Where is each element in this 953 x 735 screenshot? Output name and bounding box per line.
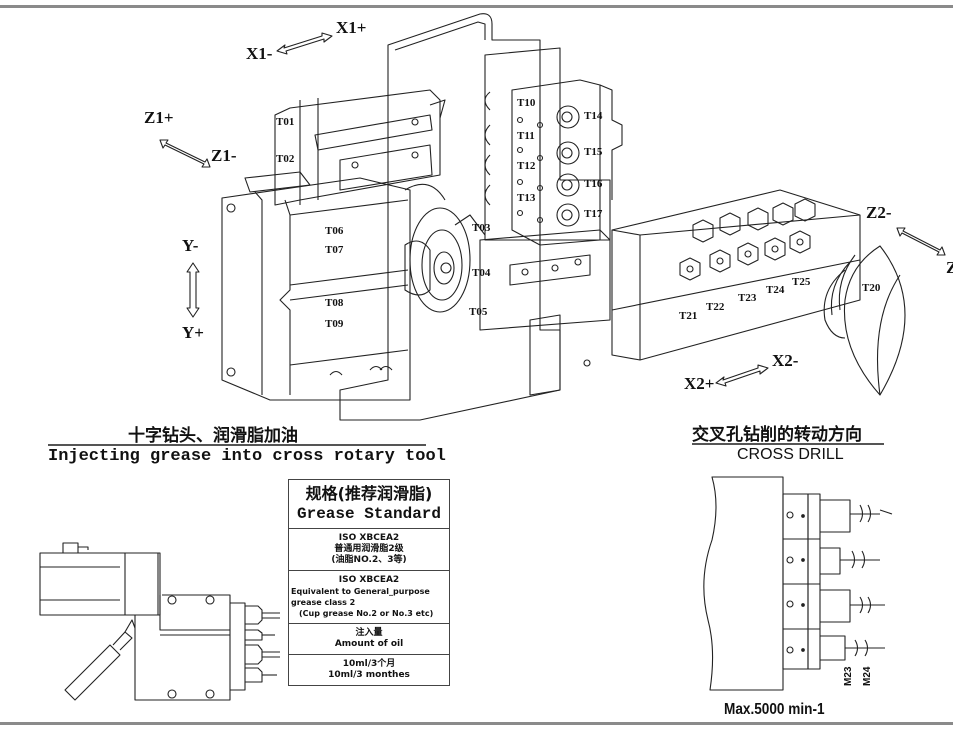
spec-row-text: 10ml/3 monthes: [328, 670, 410, 680]
cross-drill-title-cn: 交叉孔钻削的转动方向: [692, 425, 862, 445]
tool-label-t11: T11: [517, 130, 535, 142]
axis-label-z2-minus: Z2-: [866, 203, 892, 222]
grease-injection-drawing: [39, 542, 280, 701]
hex-nuts: [679, 198, 816, 281]
spec-row-amount: 注入量 Amount of oil: [289, 623, 449, 654]
tool-label-t09: T09: [325, 318, 344, 330]
axis-arrows: [159, 32, 946, 387]
m23-label: M23: [843, 666, 854, 686]
tool-label-t07: T07: [325, 244, 344, 256]
tool-label-t15: T15: [584, 146, 603, 158]
tool-label-t03: T03: [472, 222, 491, 234]
drill-stations: [782, 493, 893, 670]
y-arrow-icon: [186, 262, 200, 318]
axis-label-z2-plus: Z: [946, 258, 953, 277]
tool-label-t25: T25: [792, 276, 811, 288]
upper-left-slide: [274, 89, 446, 206]
spec-row-cn-grade: ISO XBCEA2 普通用润滑脂2级 (油脂NO.2、3等): [289, 528, 449, 570]
x2-arrow-icon: [715, 364, 769, 387]
max-speed-label: Max.5000 min-1: [724, 701, 825, 718]
tool-label-t14: T14: [584, 110, 603, 122]
tool-label-t02: T02: [276, 153, 295, 165]
tool-label-t08: T08: [325, 297, 344, 309]
spec-header-en: Grease Standard: [296, 505, 442, 523]
spec-header-cn: 规格(推荐润滑脂): [305, 484, 433, 503]
axis-label-y-minus: Y-: [182, 236, 199, 255]
back-plate: [339, 13, 561, 421]
tool-label-t05: T05: [469, 306, 488, 318]
t20-disc: [823, 245, 906, 396]
grease-title-divider: [48, 444, 426, 446]
m24-label: M24: [862, 666, 873, 686]
cross-drill-drawing: [703, 476, 893, 691]
grease-title-en: Injecting grease into cross rotary tool: [48, 447, 446, 466]
z2-arrow-icon: [896, 227, 946, 256]
tool-label-t22: T22: [706, 301, 725, 313]
spec-row-text: 10ml/3个月: [342, 659, 396, 669]
top-border-line: [0, 5, 953, 8]
tool-label-t16: T16: [584, 178, 603, 190]
spec-row-text: (Cup grease No.2 or No.3 etc): [299, 609, 434, 618]
tool-label-t21: T21: [679, 310, 698, 322]
spec-row-text: ISO XBCEA2: [338, 533, 400, 543]
spec-row-text: Amount of oil: [334, 639, 404, 649]
cross-drill-title-en: CROSS DRILL: [737, 446, 844, 463]
gang-tool-block: [479, 47, 623, 396]
tool-label-t24: T24: [766, 284, 785, 296]
axis-label-x2-plus: X2+: [684, 374, 715, 393]
axis-label-y-plus: Y+: [182, 323, 204, 342]
spec-row-interval: 10ml/3个月 10ml/3 monthes: [289, 654, 449, 685]
tool-label-t06: T06: [325, 225, 344, 237]
tool-label-t13: T13: [517, 192, 536, 204]
tool-label-t01: T01: [276, 116, 295, 128]
axis-label-z1-minus: Z1-: [211, 146, 237, 165]
tool-label-t23: T23: [738, 292, 757, 304]
spec-row-text: Equivalent to General_purpose: [291, 587, 430, 596]
x1-arrow-icon: [276, 32, 333, 55]
spec-table-header: 规格(推荐润滑脂) Grease Standard: [289, 480, 449, 528]
left-tool-block: [221, 171, 411, 401]
bottom-border-line: [0, 722, 953, 725]
tool-label-t17: T17: [584, 208, 603, 220]
spec-row-text: 注入量: [355, 628, 383, 638]
spec-row-text: 普通用润滑脂2级: [334, 544, 404, 554]
tool-label-t10: T10: [517, 97, 536, 109]
spec-row-text: ISO XBCEA2: [338, 575, 400, 585]
cross-drill-block: [611, 189, 906, 396]
grease-spec-table: 规格(推荐润滑脂) Grease Standard ISO XBCEA2 普通用…: [288, 479, 450, 686]
z1-arrow-icon: [159, 139, 211, 168]
axis-label-x1-minus: X1-: [246, 44, 273, 63]
spec-row-en-grade: ISO XBCEA2 Equivalent to General_purpose…: [289, 570, 449, 623]
tool-label-t04: T04: [472, 267, 491, 279]
axis-label-x2-minus: X2-: [772, 351, 799, 370]
spec-row-text: (油脂NO.2、3等): [331, 555, 407, 565]
tool-label-t12: T12: [517, 160, 536, 172]
tool-label-t20: T20: [862, 282, 881, 294]
spec-row-text: grease class 2: [291, 598, 356, 607]
grease-title-cn: 十字钻头、润滑脂加油: [128, 426, 298, 446]
rotary-spindle: [404, 183, 486, 313]
cross-drill-title-divider: [692, 443, 884, 445]
axis-label-z1-plus: Z1+: [144, 108, 174, 127]
axis-label-x1-plus: X1+: [336, 18, 367, 37]
